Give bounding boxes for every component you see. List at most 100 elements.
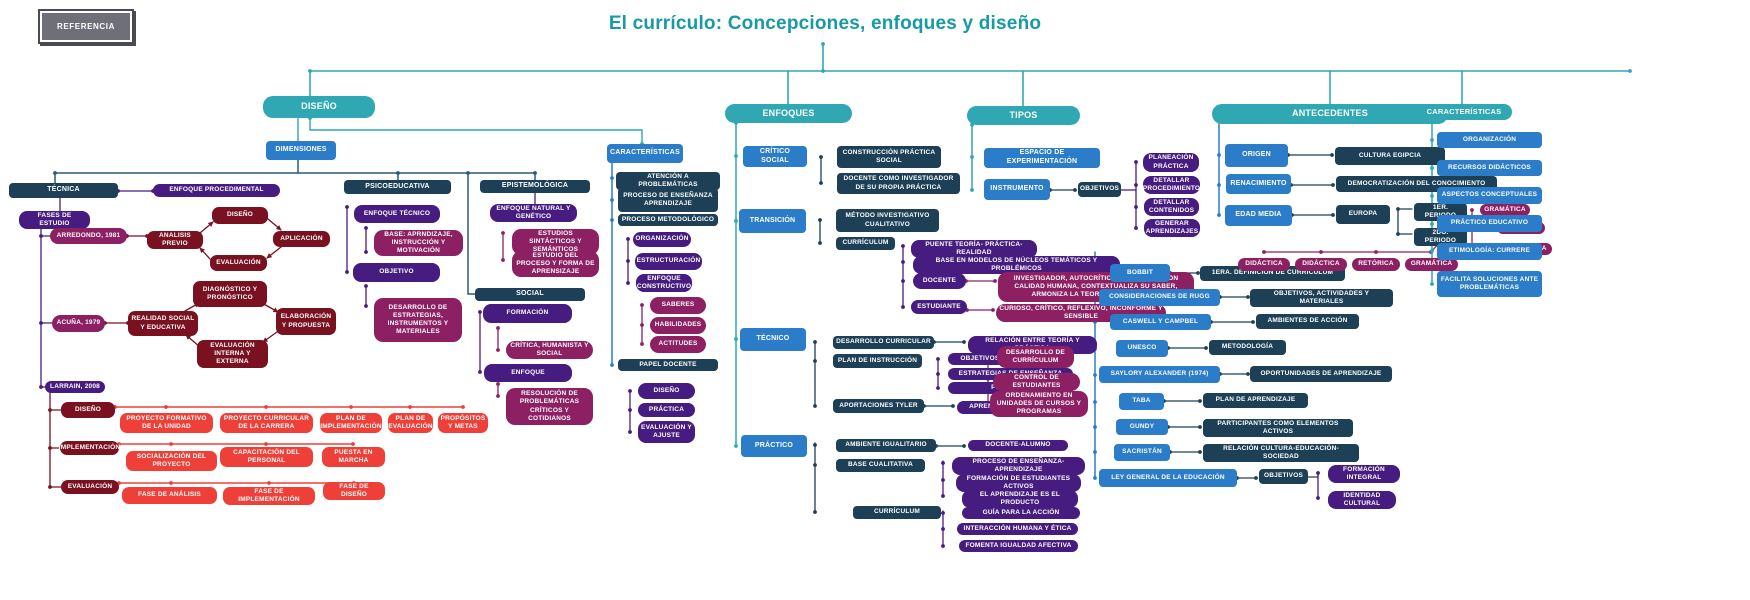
diseno-header[interactable]: DISEÑO	[263, 96, 375, 118]
enfoque-tecnico[interactable]: ENFOQUE TÉCNICO	[354, 205, 440, 223]
aprendizaje-producto[interactable]: EL APRENDIZAJE ES EL PRODUCTO	[962, 490, 1078, 509]
proyecto-curricular[interactable]: PROYECTO CURRICULAR DE LA CARRERA	[220, 413, 313, 433]
enfoque-natural[interactable]: ENFOQUE NATURAL Y GENÉTICO	[490, 204, 577, 223]
estudios-sintacticos[interactable]: ESTUDIOS SINTÁCTICOS Y SEMÁNTICOS	[512, 229, 599, 256]
estudiante[interactable]: ESTUDIANTE	[911, 300, 967, 314]
objetivos-actividades[interactable]: OBJETIVOS, ACTIVIDADES Y MATERIALES	[1250, 289, 1393, 308]
fomenta-igualdad[interactable]: FOMENTA IGUALDAD AFECTIVA	[959, 540, 1078, 552]
practico[interactable]: PRÁCTICO	[741, 435, 807, 457]
aplicacion[interactable]: APLICACIÓN	[273, 231, 330, 247]
cultura-egipcia[interactable]: CULTURA EGIPCIA	[1335, 147, 1445, 165]
detallar-procedimiento[interactable]: DETALLAR PROCEDIMIENTO	[1143, 176, 1200, 195]
desarrollo-de-curriculum[interactable]: DESARROLLO DE CURRÍCULUM	[997, 346, 1074, 368]
plan-instruccion[interactable]: PLAN DE INSTRUCCIÓN	[833, 354, 922, 368]
metodologia[interactable]: METODOLOGÍA	[1209, 340, 1286, 355]
atencion-problematicas[interactable]: ATENCIÓN A PROBLEMÁTICAS	[616, 172, 720, 191]
acuna[interactable]: ACUÑA, 1979	[52, 315, 105, 332]
tec-evaluacion[interactable]: EVALUACIÓN	[210, 255, 267, 271]
psicoeducativa[interactable]: PSICOEDUCATIVA	[344, 180, 451, 194]
desarrollo-curricular[interactable]: DESARROLLO CURRICULAR	[833, 336, 934, 349]
lar-diseno[interactable]: DISEÑO	[61, 402, 115, 418]
puente-teoria[interactable]: PUENTE TEORÍA- PRÁCTICA-REALIDAD	[911, 240, 1037, 259]
investigador-caracteristicas[interactable]: INVESTIGADOR, AUTOCRÍTICO, REFLEXIVO, CO…	[998, 272, 1194, 302]
dimensiones[interactable]: DIMENSIONES	[266, 141, 336, 160]
transicion[interactable]: TRANSICIÓN	[739, 209, 806, 233]
fase-diseno[interactable]: FASE DE DISEÑO	[323, 482, 385, 501]
actitudes[interactable]: ACTITUDES	[650, 336, 706, 353]
gramatica-2[interactable]: GRAMÁTICA	[1405, 258, 1458, 271]
caswell[interactable]: CASWELL Y CAMPBEL	[1110, 314, 1211, 330]
saylory[interactable]: SAYLORY ALEXANDER (1974)	[1099, 366, 1220, 383]
planeacion-practica[interactable]: PLANEACIÓN PRÁCTICA	[1143, 153, 1199, 172]
base-modelos[interactable]: BASE EN MODELOS DE NÚCLEOS TEMÁTICOS Y P…	[913, 256, 1120, 275]
resolucion[interactable]: RESOLUCIÓN DE PROBLEMÁTICAS CRÍTICOS Y C…	[506, 388, 593, 425]
enfoques-header[interactable]: ENFOQUES	[725, 104, 852, 123]
lar-evaluacion[interactable]: EVALUACIÓN	[61, 480, 119, 494]
generar-aprendizajes[interactable]: GENERAR APRENDIZAJES	[1144, 219, 1200, 238]
proceso-ensenanza[interactable]: PROCESO DE ENSEÑANZA APRENDIZAJE	[618, 188, 718, 212]
enfoque-constructivo[interactable]: ENFOQUE CONSTRUCTIVO	[636, 274, 692, 293]
espacio-experimentacion[interactable]: ESPACIO DE EXPERIMENTACIÓN	[984, 148, 1100, 168]
tipos-header[interactable]: TIPOS	[967, 106, 1080, 125]
gramatica-1[interactable]: GRAMÁTICA	[1480, 204, 1530, 216]
ordenamiento[interactable]: ORDENAMIENTO EN UNIDADES DE CURSOS Y PRO…	[990, 391, 1088, 418]
aportaciones-tyler[interactable]: APORTACIONES TYLER	[833, 399, 924, 413]
critica-humanista[interactable]: CRÍTICA, HUMANISTA Y SOCIAL	[506, 341, 593, 360]
diagnostico[interactable]: DIAGNÓSTICO Y PRONÓSTICO	[193, 281, 267, 307]
ley-general[interactable]: LEY GENERAL DE LA EDUCACIÓN	[1099, 469, 1237, 487]
papel-docente[interactable]: PAPEL DOCENTE	[618, 359, 718, 371]
proyecto-formativo[interactable]: PROYECTO FORMATIVO DE LA UNIDAD	[120, 413, 213, 433]
papel-diseno[interactable]: DISEÑO	[638, 383, 695, 399]
arredondo[interactable]: ARREDONDO, 1981	[50, 228, 127, 244]
edad-media[interactable]: EDAD MEDIA	[1225, 205, 1292, 226]
docente-investigador[interactable]: DOCENTE COMO INVESTIGADOR DE SU PROPIA P…	[837, 173, 960, 194]
critico-social[interactable]: CRÍTICO SOCIAL	[743, 146, 807, 167]
oportunidades[interactable]: OPORTUNIDADES DE APRENDIZAJE	[1250, 366, 1392, 382]
unesco[interactable]: UNESCO	[1116, 340, 1168, 357]
analisis-previo[interactable]: ANALISIS PREVIO	[147, 231, 203, 250]
epistemologica[interactable]: EPISTEMOLÓGICA	[480, 180, 590, 193]
tec-diseno[interactable]: DISEÑO	[212, 207, 268, 224]
docente-alumno[interactable]: DOCENTE-ALUMNO	[968, 440, 1068, 451]
tecnica[interactable]: TÉCNICA	[9, 183, 118, 198]
formacion[interactable]: FORMACIÓN	[483, 304, 572, 323]
desarrollo-estrategias[interactable]: DESARROLLO DE ESTRATEGIAS, INSTRUMENTOS …	[374, 298, 462, 342]
evaluacion-interna[interactable]: EVALUACIÓN INTERNA Y EXTERNA	[197, 340, 268, 368]
didactica-a[interactable]: DIDÁCTICA	[1238, 258, 1290, 271]
origen[interactable]: ORIGEN	[1225, 144, 1288, 167]
curriculum-prac[interactable]: CURRÍCULUM	[853, 506, 941, 519]
facilita-soluciones[interactable]: FACILITA SOLUCIONES ANTE PROBLEMÁTICAS	[1437, 271, 1542, 297]
construccion-practica[interactable]: CONSTRUCCIÓN PRÁCTICA SOCIAL	[837, 146, 941, 168]
curriculum-trans[interactable]: CURRÍCULUM	[836, 237, 895, 250]
plan-aprendizaje[interactable]: PLAN DE APRENDIZAJE	[1203, 393, 1308, 408]
papel-practica[interactable]: PRÁCTICA	[638, 403, 695, 417]
fases-de-estudio[interactable]: FASES DE ESTUDIO	[19, 211, 90, 230]
gundy[interactable]: GUNDY	[1116, 419, 1168, 435]
enfoque-social[interactable]: ENFOQUE	[484, 364, 572, 382]
interaccion-humana[interactable]: INTERACCIÓN HUMANA Y ÉTICA	[957, 523, 1078, 535]
socializacion[interactable]: SOCIALIZACIÓN DEL PROYECTO	[126, 451, 217, 471]
segundo-periodo[interactable]: 2DO. PERIODO	[1414, 228, 1467, 247]
enfoque-procedimental[interactable]: ENFOQUE PROCEDIMENTAL	[153, 184, 280, 197]
didactica-b[interactable]: DIDÁCTICA	[1295, 258, 1347, 271]
formacion-estudiantes[interactable]: FORMACIÓN DE ESTUDIANTES ACTIVOS	[956, 474, 1081, 493]
tipos-objetivos[interactable]: OBJETIVOS	[1078, 182, 1121, 197]
fase-implementacion[interactable]: FASE DE IMPLEMENTACIÓN	[223, 487, 315, 506]
estudio-proceso[interactable]: ESTUDIO DEL PROCESO Y FORMA DE APRENSIZA…	[512, 251, 599, 278]
plan-evaluacion[interactable]: PLAN DE EVALUACIÓN	[388, 413, 433, 433]
tecnico[interactable]: TÉCNICO	[740, 328, 806, 351]
papel-evaluacion[interactable]: EVALUACIÓN Y AJUSTE	[638, 421, 695, 443]
ant-objetivos[interactable]: OBJETIVOS	[1259, 469, 1308, 484]
bobbit[interactable]: BOBBIT	[1110, 264, 1170, 282]
relacion-cultura[interactable]: RELACIÓN CULTURA-EDUCACIÓN-SOCIEDAD	[1203, 444, 1359, 463]
retorica-2[interactable]: RETÓRICA	[1352, 258, 1400, 271]
renacimiento[interactable]: RENACIMIENTO	[1226, 174, 1291, 194]
fase-analisis[interactable]: FASE DE ANÁLISIS	[122, 487, 217, 504]
lar-implementacion[interactable]: IMPLEMENTACIÓN	[59, 441, 120, 455]
propositos-metas[interactable]: PROPÓSITOS Y METAS	[438, 413, 488, 433]
formacion-integral[interactable]: FORMACIÓN INTEGRAL	[1328, 465, 1400, 484]
guia-accion[interactable]: GUÍA PARA LA ACCIÓN	[962, 507, 1080, 519]
recursos-didacticos[interactable]: RECURSOS DIDÁCTICOS	[1437, 160, 1542, 176]
proceso-ea[interactable]: PROCESO DE ENSEÑANZA-APRENDIZAJE	[952, 457, 1085, 476]
control-estudiantes[interactable]: CONTROL DE ESTUDIANTES	[993, 373, 1080, 392]
